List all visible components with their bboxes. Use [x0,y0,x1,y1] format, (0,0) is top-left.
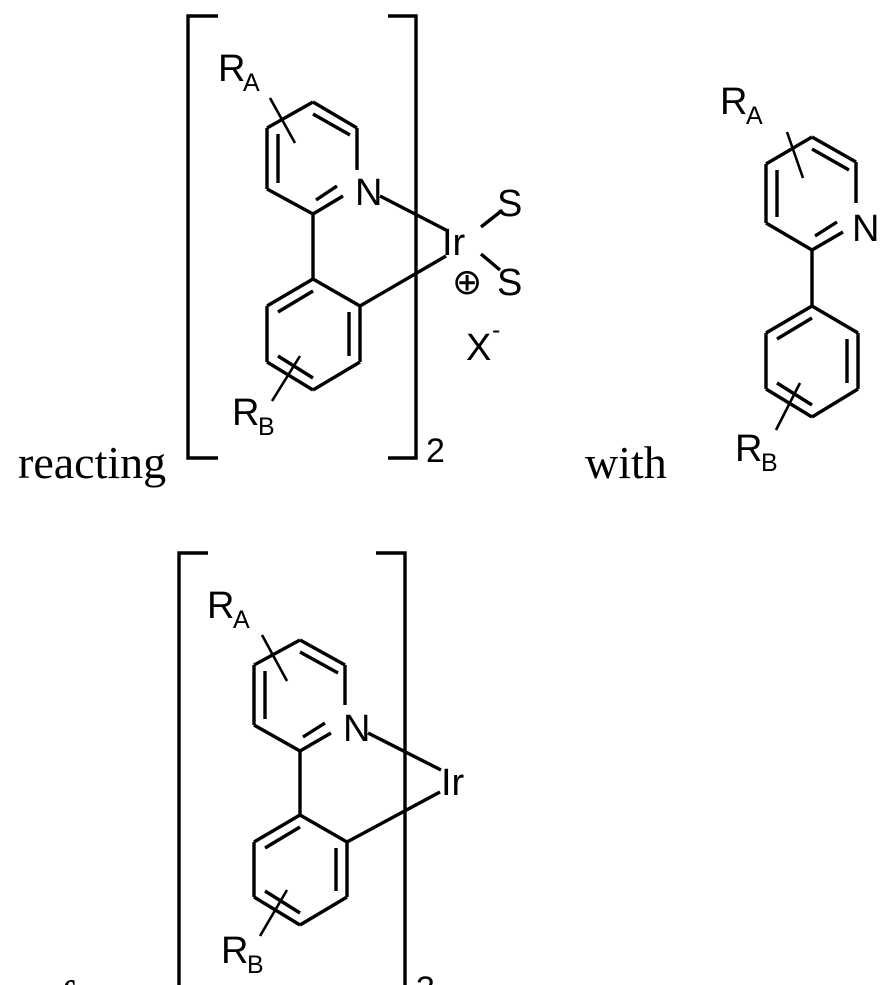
product-iridium-label: Ir [441,762,465,804]
top-reactant: R A N Ir S S ⊕ X - R B 2 [188,16,522,470]
product-c-ir-bond [347,792,440,842]
reactant-multiplier: 2 [426,432,445,470]
ligand-rb-label: R [735,428,762,470]
c-ir-bond [360,256,446,306]
word-reacting: reacting [18,437,166,488]
counterion-label: X [466,327,491,369]
ra-substituent-bond [270,98,295,143]
ligand-rb-subscript: B [761,449,778,477]
nitrogen-label: N [355,172,382,214]
rb-subscript: B [258,413,275,441]
ligand-ra-subscript: A [746,102,763,130]
positive-charge: ⊕ [452,261,482,302]
counterion-charge: - [492,316,500,344]
ra-subscript: A [243,69,260,97]
phenyl-ring [267,279,360,390]
product-phenyl-ring [254,815,347,925]
product-rb-label: R [221,930,248,972]
right-bracket [388,16,416,458]
ligand-pyridine-ring [766,137,856,250]
ligand-phenyl-ring [766,306,858,417]
product-pyridine-ring [254,640,345,751]
product-left-bracket [179,553,208,985]
product-right-bracket [376,553,405,985]
product-multiplier: 3 [416,970,435,985]
free-ligand: R A N R B [720,81,879,477]
left-bracket [188,16,218,458]
solvent-ligand-2: S [497,262,522,304]
word-with: with [585,437,667,488]
ligand-nitrogen-label: N [852,208,879,250]
ligand-ra-substituent-bond [787,132,803,178]
solvent-ligand-1: S [497,183,522,225]
product: R A N Ir R B 3 [179,553,465,985]
rb-label: R [232,392,259,434]
n-ir-bond [380,196,446,230]
product-rb-subscript: B [247,951,264,979]
iridium-label: Ir [442,222,466,264]
ligand-ra-label: R [720,81,747,123]
product-ra-subscript: A [233,606,250,634]
product-ra-label: R [207,585,234,627]
word-to-form: to form [12,971,149,985]
ra-label: R [218,48,245,90]
product-nitrogen-label: N [343,708,370,750]
